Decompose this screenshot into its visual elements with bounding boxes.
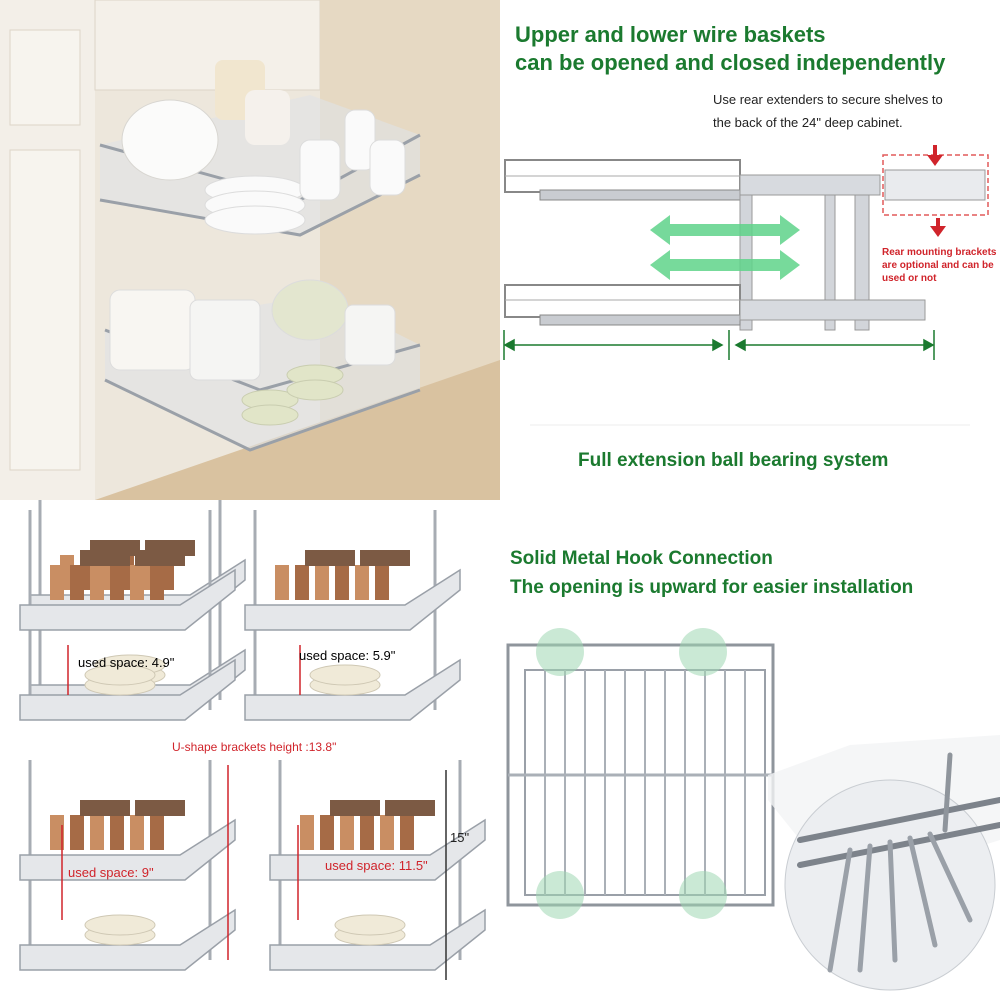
hook-title-line2: The opening is upward for easier install… xyxy=(510,577,914,598)
slide-diagram xyxy=(503,145,989,426)
rear-extender-note-line1: Use rear extenders to secure shelves to xyxy=(713,92,943,107)
rear-bracket-note-line3: used or not xyxy=(882,273,937,284)
rear-bracket-note-line2: are optional and can be xyxy=(882,260,994,271)
used-space-5-9-label: used space: 5.9" xyxy=(299,648,396,663)
rack-configurations xyxy=(18,500,487,980)
rear-bracket-note-line1: Rear mounting brackets xyxy=(882,247,997,258)
height-15-label: 15" xyxy=(450,830,470,845)
independent-baskets-panel: Upper and lower wire baskets can be open… xyxy=(500,0,1000,500)
spacing-options-panel: used space: 4.9" used space: 5.9" U-shap… xyxy=(0,500,500,1000)
basket-top-view xyxy=(506,628,1000,991)
lifestyle-photo xyxy=(0,0,500,500)
rear-extender-note-line2: the back of the 24" deep cabinet. xyxy=(713,115,903,130)
ball-bearing-caption: Full extension ball bearing system xyxy=(578,450,889,471)
hook-title-line1: Solid Metal Hook Connection xyxy=(510,548,773,569)
u-bracket-height-label: U-shape brackets height :13.8" xyxy=(172,740,337,754)
independent-title-line1: Upper and lower wire baskets xyxy=(515,22,826,47)
independent-title-line2: can be opened and closed independently xyxy=(515,50,946,75)
hook-connection-panel: Solid Metal Hook Connection The opening … xyxy=(500,500,1000,1000)
kitchen-cabinet-illustration xyxy=(0,0,500,500)
used-space-9-label: used space: 9" xyxy=(68,865,154,880)
used-space-4-9-label: used space: 4.9" xyxy=(78,655,175,670)
used-space-11-5-label: used space: 11.5" xyxy=(325,858,428,873)
